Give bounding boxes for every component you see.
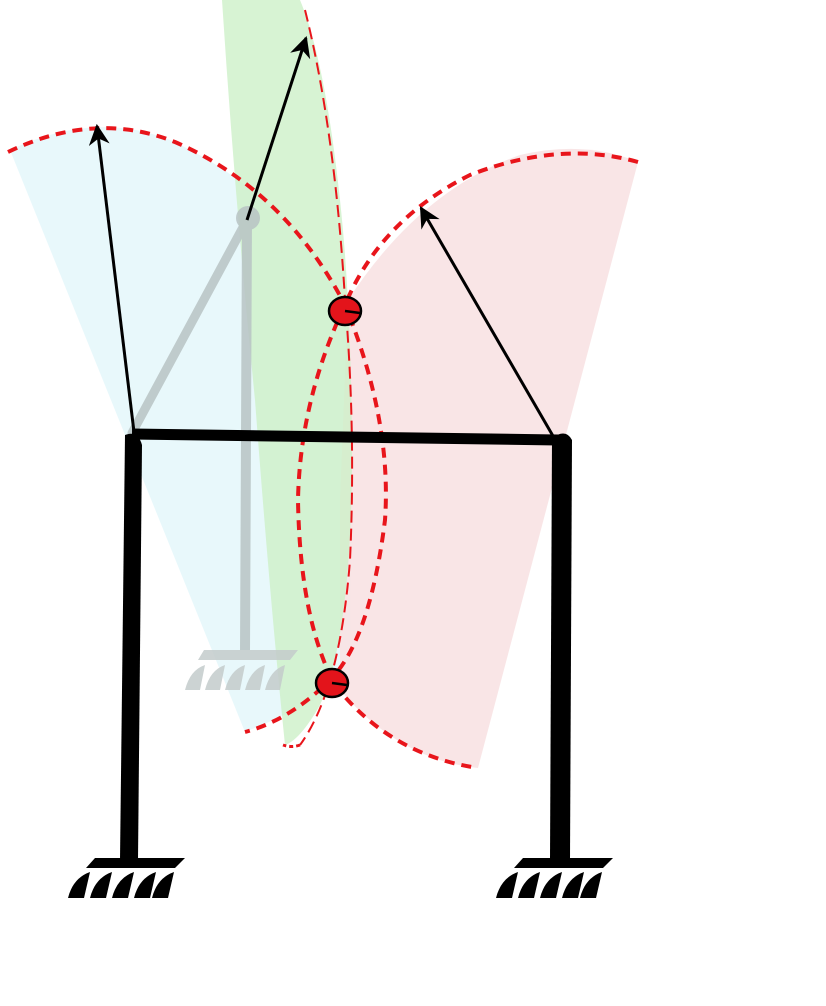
arrow-left xyxy=(88,123,136,433)
ghost-diagonal-link xyxy=(127,213,253,438)
red-sweep-region xyxy=(340,148,638,768)
green-boundary-curve xyxy=(299,9,354,746)
arrow-middle xyxy=(245,36,311,221)
left-column xyxy=(120,433,142,860)
green-lower-tail xyxy=(282,743,301,748)
ground-right xyxy=(496,858,613,898)
main-frame xyxy=(120,428,572,860)
upper-intersection xyxy=(327,295,363,327)
lower-intersection xyxy=(314,667,350,699)
ground-ghost xyxy=(185,650,298,690)
green-sweep-region xyxy=(222,0,352,745)
top-beam xyxy=(131,428,559,446)
red-boundary-arc xyxy=(295,151,639,770)
right-column xyxy=(550,433,572,860)
ground-left xyxy=(68,858,185,898)
arrow-right xyxy=(419,206,555,437)
